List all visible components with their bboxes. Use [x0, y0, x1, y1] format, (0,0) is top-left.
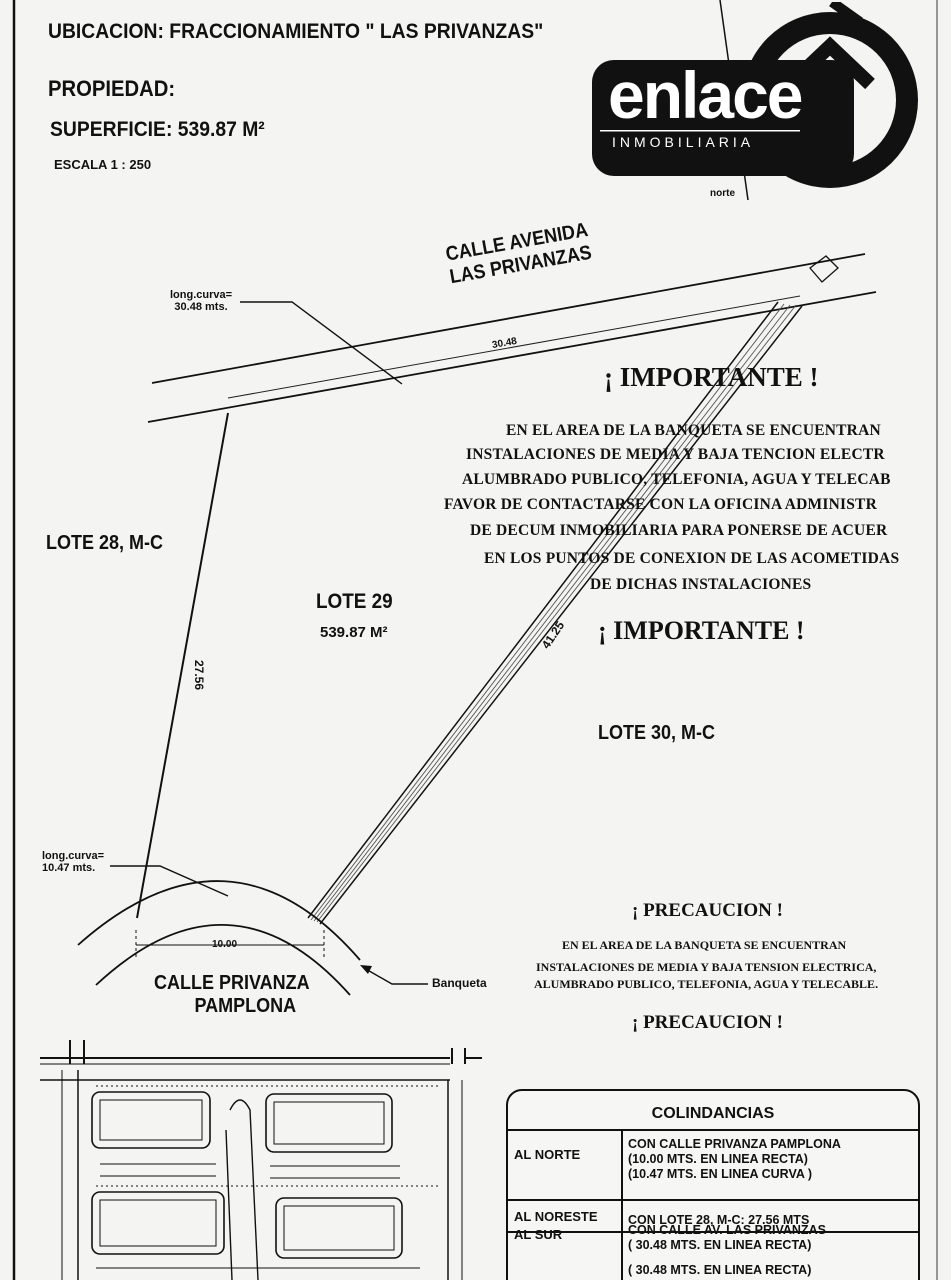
lote-30-label: LOTE 30, M-C — [598, 722, 716, 744]
street-north-line-bottom — [147, 291, 877, 423]
important-line-5: DE DECUM INMOBILIARIA PARA PONERSE DE AC… — [470, 522, 888, 539]
row-description: CON CALLE PRIVANZA PAMPLONA (10.00 MTS. … — [628, 1137, 841, 1181]
important-title-2: ¡ IMPORTANTE ! — [598, 616, 805, 645]
row-direction: AL NORTE — [514, 1147, 581, 1162]
important-line-4: FAVOR DE CONTACTARSE CON LA OFICINA ADMI… — [444, 496, 877, 513]
curve-length-top: long.curva= 30.48 mts. — [170, 289, 233, 313]
precaucion-line-1: EN EL AREA DE LA BANQUETA SE ENCUENTRAN — [562, 938, 847, 952]
banqueta-label: Banqueta — [432, 976, 487, 990]
banqueta-leader — [363, 967, 428, 985]
lot-boundary-diagonal-hatched — [307, 301, 803, 925]
street-south-label: CALLE PRIVANZA PAMPLONA — [154, 972, 310, 1017]
row-description: CON CALLE AV. LAS PRIVANZAS ( 30.48 MTS.… — [628, 1223, 826, 1277]
row-description: CON LOTE 28, M-C: 27.56 MTS — [628, 1213, 810, 1227]
logo-banner — [592, 60, 854, 176]
logo-subtitle: INMOBILIARIA — [612, 134, 755, 150]
precaucion-line-2: INSTALACIONES DE MEDIA Y BAJA TENSION EL… — [536, 960, 877, 974]
enlace-logo: enlace INMOBILIARIA norte — [592, 2, 928, 199]
important-line-2: INSTALACIONES DE MEDIA Y BAJA TENCION EL… — [466, 446, 885, 463]
propiedad-heading: PROPIEDAD: — [48, 76, 176, 101]
dimension-line-top — [227, 295, 801, 399]
lote-28-label: LOTE 28, M-C — [46, 532, 164, 554]
logo-wordmark: enlace — [608, 58, 803, 132]
row-direction: AL SUR — [514, 1227, 563, 1242]
north-label: norte — [710, 188, 735, 199]
table-row: AL NORTE CON CALLE PRIVANZA PAMPLONA (10… — [508, 1129, 918, 1201]
dimension-bottom-label: 10.00 — [212, 939, 238, 950]
leader-curve-bottom — [110, 865, 229, 897]
important-title: ¡ IMPORTANTE ! — [604, 362, 819, 392]
important-line-6: EN LOS PUNTOS DE CONEXION DE LAS ACOMETI… — [484, 550, 900, 567]
important-line-1: EN EL AREA DE LA BANQUETA SE ENCUENTRAN — [506, 422, 881, 439]
leader-curve-top — [240, 301, 403, 385]
curve-length-bottom: long.curva= 10.47 mts. — [42, 850, 105, 874]
important-line-3: ALUMBRADO PUBLICO, TELEFONIA, AGUA Y TEL… — [462, 471, 891, 488]
lote-29-label: LOTE 29 — [316, 590, 393, 613]
precaucion-title-2: ¡ PRECAUCION ! — [632, 1012, 783, 1033]
ubicacion-heading: UBICACION: FRACCIONAMIENTO " LAS PRIVANZ… — [48, 20, 544, 43]
colindancias-title: COLINDANCIAS — [651, 1105, 775, 1122]
row-direction: AL NORESTE — [514, 1209, 598, 1224]
sidewalk-arc-inner — [95, 924, 351, 996]
table-row: AL NORESTE CON LOTE 28, M-C: 27.56 MTS — [508, 1199, 918, 1233]
lot-boundary-left — [136, 412, 229, 919]
important-line-7: DE DICHAS INSTALACIONES — [590, 576, 812, 593]
dimension-left-label: 27.56 — [192, 659, 207, 691]
colindancias-table: COLINDANCIAS AL NORTE CON CALLE PRIVANZA… — [506, 1089, 920, 1280]
precaucion-title: ¡ PRECAUCION ! — [632, 900, 783, 921]
precaucion-line-3: ALUMBRADO PUBLICO, TELEFONIA, AGUA Y TEL… — [534, 977, 879, 991]
table-row: AL SUR CON CALLE AV. LAS PRIVANZAS ( 30.… — [508, 1223, 918, 1280]
lote-29-area: 539.87 M² — [320, 624, 388, 641]
sidewalk-arc-outer — [77, 880, 361, 961]
superficie-heading: SUPERFICIE: 539.87 M² — [50, 118, 265, 141]
escala-label: ESCALA 1 : 250 — [54, 157, 152, 172]
corner-mark-northeast — [809, 255, 839, 283]
site-map — [40, 1040, 482, 1280]
street-north-line-top — [151, 253, 866, 384]
